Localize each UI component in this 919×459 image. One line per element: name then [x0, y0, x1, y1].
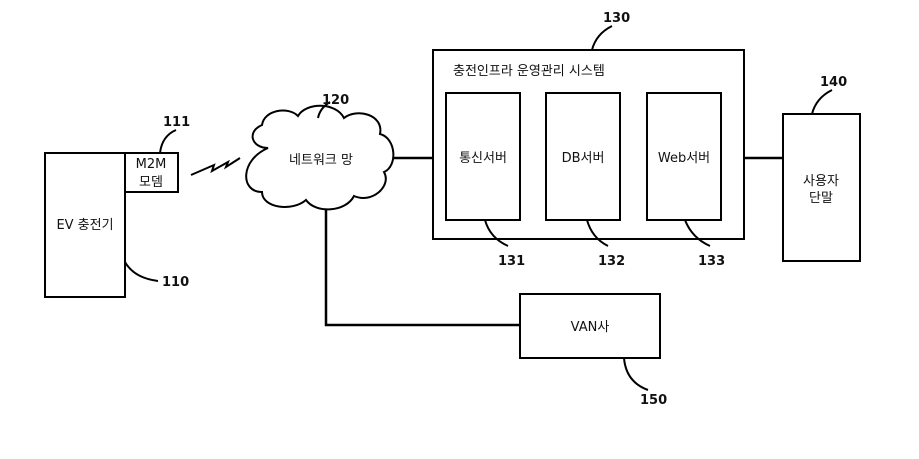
ev-charger-label: EV 충전기 — [56, 218, 113, 233]
leader-131 — [484, 219, 509, 247]
m2m-modem-label-line1: M2M — [136, 157, 167, 172]
leader-120 — [317, 101, 331, 119]
db-server-box — [545, 92, 621, 221]
ref-111: 111 — [163, 115, 190, 130]
web-server-box — [646, 92, 722, 221]
m2m-modem-label-line2: 모뎀 — [139, 175, 163, 190]
wire-network-to-van — [324, 205, 520, 327]
ref-110: 110 — [162, 275, 189, 290]
web-server-label: Web서버 — [658, 151, 710, 166]
leader-130 — [591, 25, 613, 51]
ref-132: 132 — [598, 254, 625, 269]
leader-132 — [586, 219, 609, 247]
network-label: 네트워크 망 — [289, 153, 353, 168]
leader-140 — [811, 89, 833, 115]
comm-server-box — [445, 92, 521, 221]
user-terminal-box — [782, 113, 861, 262]
comm-server-label: 통신서버 — [459, 151, 507, 166]
ref-140: 140 — [820, 75, 847, 90]
ref-133: 133 — [698, 254, 725, 269]
ev-charger-box — [44, 152, 126, 298]
management-system-label: 충전인프라 운영관리 시스템 — [453, 64, 605, 79]
van-box — [519, 293, 661, 359]
ref-131: 131 — [498, 254, 525, 269]
leader-150 — [623, 357, 649, 391]
leader-133 — [684, 219, 711, 247]
leader-111 — [159, 129, 177, 154]
network-cloud-shape — [245, 104, 395, 211]
ref-120: 120 — [322, 93, 349, 108]
wireless-signal-icon — [190, 157, 241, 176]
user-terminal-label-line1: 사용자 — [803, 174, 839, 189]
leader-110 — [124, 261, 159, 282]
user-terminal-label-line2: 단말 — [809, 191, 833, 206]
db-server-label: DB서버 — [562, 151, 605, 166]
ref-130: 130 — [603, 11, 630, 26]
van-label: VAN사 — [571, 320, 610, 335]
ref-150: 150 — [640, 393, 667, 408]
m2m-modem-box — [124, 152, 179, 193]
